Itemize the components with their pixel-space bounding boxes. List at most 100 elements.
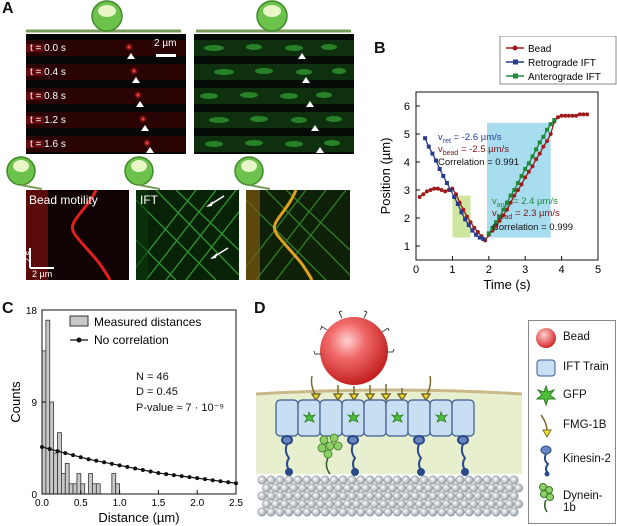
microtubule-subunit xyxy=(496,483,505,493)
microtubule-subunit xyxy=(365,475,375,485)
no-correlation-point xyxy=(140,467,145,472)
microtubule-subunit xyxy=(383,475,393,485)
no-correlation-point xyxy=(71,453,76,458)
anterograde-point xyxy=(508,193,513,198)
microtubule-subunit xyxy=(379,483,388,493)
kymo-bead-label: Bead motility xyxy=(29,193,98,207)
v-bead1-sub: bead xyxy=(442,149,459,157)
no-correlation-point xyxy=(171,473,176,478)
microtubule-subunit xyxy=(464,491,474,501)
retrograde-point xyxy=(426,144,431,149)
microtubule-subunit xyxy=(473,475,483,485)
microtubule-subunit xyxy=(410,507,420,517)
legend-marker xyxy=(513,59,518,65)
no-correlation-point xyxy=(55,449,60,454)
microtubule-subunit xyxy=(451,499,460,509)
no-correlation-point xyxy=(179,474,184,479)
bead-point xyxy=(577,112,582,117)
panel-c-letter: C xyxy=(2,300,14,317)
time-label-3: t = 1.2 s xyxy=(30,115,66,126)
kinesin-2-legend-icon xyxy=(540,445,552,477)
v-bead2-sub: bead xyxy=(496,213,513,221)
kymograph-bead: Bead motility 2 s 2 µm xyxy=(26,190,129,280)
x-tick-label: 4 xyxy=(559,264,565,276)
microtubule-subunit xyxy=(433,483,442,493)
x-tick-label: 2.0 xyxy=(190,498,204,509)
microtubule-subunit xyxy=(361,483,370,493)
ift-timelapse-strips xyxy=(194,40,354,153)
anterograde-point xyxy=(519,174,524,178)
kymograph-bead-trace xyxy=(26,190,112,280)
bead-point xyxy=(566,113,571,118)
bead-point xyxy=(424,189,429,194)
microtubule-subunit xyxy=(388,499,397,509)
microtubule-subunit xyxy=(419,507,429,517)
microtubule-subunit xyxy=(356,507,366,517)
v-bead2-value: = 2.3 µm/s xyxy=(514,208,560,219)
bead-point xyxy=(501,213,506,218)
microtubule-subunit xyxy=(415,499,424,509)
y-tick-label: 18 xyxy=(26,306,38,317)
annotation-v-bead-2: vbead = 2.3 µm/s xyxy=(492,208,560,221)
bead-legend-icon xyxy=(536,328,556,348)
legend-label-dynein-1b: Dynein-1b xyxy=(563,490,603,514)
microtubule-subunit xyxy=(284,475,294,485)
microtubule-subunit xyxy=(500,475,510,485)
microtubule-subunit xyxy=(505,483,514,493)
v-ret-value: = -2.6 µm/s xyxy=(453,132,502,143)
bead-point xyxy=(559,113,564,118)
v-ret-sub: ret xyxy=(442,137,451,145)
legend-label: Anterograde IFT xyxy=(528,72,601,83)
microtubule-subunit xyxy=(356,491,366,501)
x-tick-label: 0.0 xyxy=(35,498,49,509)
bead-point xyxy=(563,113,568,118)
anterograde-point xyxy=(486,231,491,236)
kinesin-2-motors xyxy=(281,435,469,476)
legend-item-gfp: GFP xyxy=(535,384,615,409)
v-ante-sub: ante xyxy=(496,201,511,209)
anterograde-point xyxy=(537,140,542,145)
legend-item-dynein-1b: Dynein-1b xyxy=(535,481,615,515)
microtubule-subunit xyxy=(397,483,406,493)
microtubule-subunit xyxy=(374,475,384,485)
microtubule-subunit xyxy=(293,475,303,485)
microtubule-subunit xyxy=(356,475,366,485)
legend-item-ift-train: IFT Train xyxy=(535,357,615,381)
microtubule-subunit xyxy=(419,491,429,501)
ift-train-legend-icon xyxy=(536,359,556,377)
microtubule-subunit xyxy=(401,475,411,485)
microtubule-subunit xyxy=(383,507,393,517)
microtubule-subunit xyxy=(446,475,456,485)
bead-point xyxy=(508,200,513,205)
microtubule-subunit xyxy=(428,491,438,501)
microtubule-subunit xyxy=(491,475,501,485)
microtubule-subunit xyxy=(361,499,370,509)
microtubule-subunit xyxy=(433,499,442,509)
microtubule-subunit xyxy=(352,499,361,509)
kymograph-ift-lines xyxy=(136,190,239,280)
microtubule-subunit xyxy=(478,483,487,493)
kymo-ift-label: IFT xyxy=(140,193,158,207)
anterograde-point xyxy=(497,214,502,219)
microtubule-subunit xyxy=(329,491,339,501)
microtubule-subunit xyxy=(347,491,357,501)
anterograde-point xyxy=(541,134,546,139)
bead-point xyxy=(443,189,448,194)
histogram-bar xyxy=(45,319,51,495)
legend-label: Bead xyxy=(528,44,551,55)
microtubule-subunit xyxy=(338,475,348,485)
bead-point xyxy=(439,188,444,192)
anterograde-point xyxy=(505,200,509,205)
legend-label: Retrograde IFT xyxy=(528,58,596,69)
microtubule-subunit xyxy=(455,507,465,517)
x-tick-label: 0.5 xyxy=(74,498,88,509)
x-tick-label: 0 xyxy=(413,264,419,276)
retrograde-point xyxy=(444,181,449,185)
bead-point xyxy=(505,207,509,212)
histogram-bar xyxy=(92,483,97,495)
no-correlation-point xyxy=(195,476,200,481)
